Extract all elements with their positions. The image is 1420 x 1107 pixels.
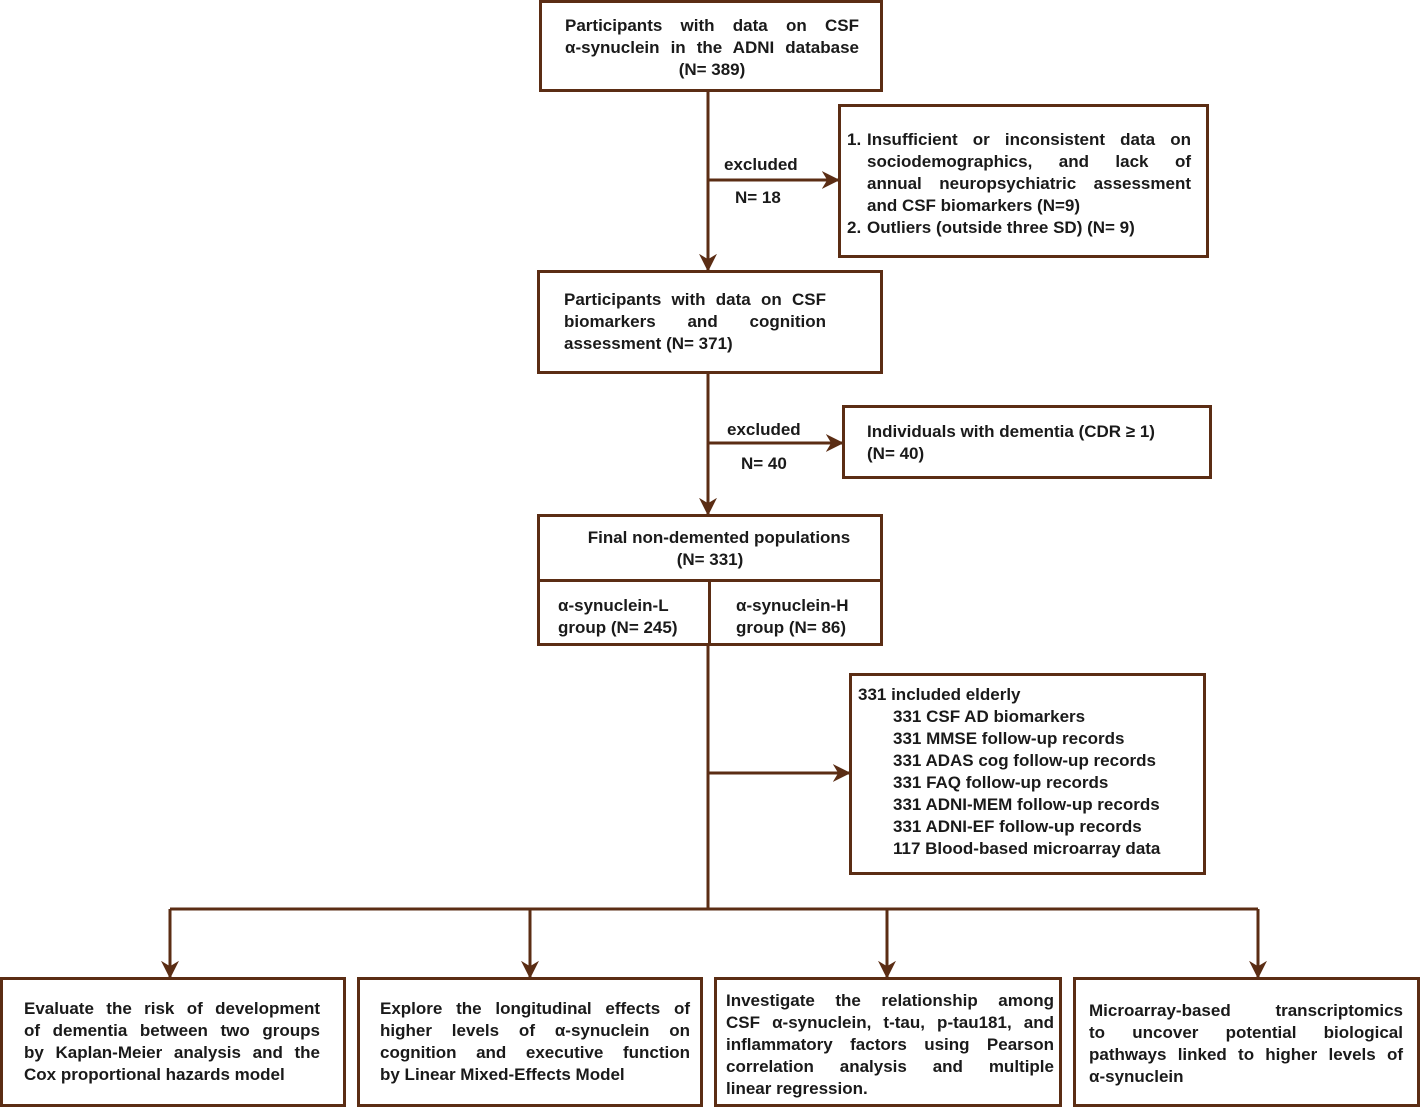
outcome-4-line-2: to uncover potential biological <box>1089 1023 1403 1042</box>
group-h-line-2: group (N= 86) <box>736 618 847 637</box>
exclusion1-item-2-line-1: Outliers (outside three SD) (N= 9) <box>867 218 1135 237</box>
box-initial-participants: Participants with data on CSF α-synuclei… <box>539 0 883 92</box>
outcome-box-2: Explore the longitudinal effects of high… <box>357 977 703 1107</box>
box1-line-2: α-synuclein in the ADNI database <box>565 38 859 57</box>
box-exclusion-2: Individuals with dementia (CDR ≥ 1) (N= … <box>842 405 1212 479</box>
outcome-box-4: Microarray-based transcriptomics to unco… <box>1073 977 1420 1107</box>
outcome-2-line-3: cognition and executive function <box>380 1043 690 1062</box>
included-item-1: 331 CSF AD biomarkers <box>893 707 1086 726</box>
outcome-3-line-3: inflammatory factors using Pearson <box>726 1035 1054 1054</box>
exclusion1-item-1-line-1: Insufficient or inconsistent data on <box>867 130 1191 149</box>
exclusion1-item-1-line-2: sociodemographics, and lack of <box>867 152 1191 171</box>
final-title: Final non-demented populations <box>587 528 851 547</box>
box1-line-3: (N= 389) <box>678 60 746 79</box>
group-l-line-1: α-synuclein-L <box>558 596 669 615</box>
outcome-3-line-1: Investigate the relationship among <box>726 991 1054 1010</box>
final-divider-vertical <box>708 579 711 643</box>
included-header: 331 included elderly <box>858 685 1021 704</box>
exclusion2-line-1: Individuals with dementia (CDR ≥ 1) <box>867 422 1155 441</box>
included-item-3: 331 ADAS cog follow-up records <box>893 751 1156 770</box>
box-final-populations: Final non-demented populations (N= 331) … <box>537 514 883 646</box>
exclusion1-item-2: 2. Outliers (outside three SD) (N= 9) <box>847 217 1191 239</box>
included-item-4: 331 FAQ follow-up records <box>893 773 1109 792</box>
outcome-box-3: Investigate the relationship among CSF α… <box>714 977 1062 1107</box>
outcome-box-1: Evaluate the risk of development of deme… <box>0 977 346 1107</box>
exclusion1-label: excluded <box>724 155 798 174</box>
box-included-records: 331 included elderly 331 CSF AD biomarke… <box>849 673 1206 875</box>
box-exclusion-1: 1. Insufficient or inconsistent data on … <box>838 104 1209 258</box>
exclusion1-count: N= 18 <box>735 188 781 207</box>
outcome-3-line-2: CSF α-synuclein, t-tau, p-tau181, and <box>726 1013 1054 1032</box>
box2-line-2: biomarkers and cognition <box>564 312 826 331</box>
group-h: α-synuclein-H group (N= 86) <box>736 595 880 639</box>
outcome-2-line-4: by Linear Mixed-Effects Model <box>380 1065 625 1084</box>
exclusion1-item-1: 1. Insufficient or inconsistent data on … <box>847 129 1191 217</box>
exclusion2-label: excluded <box>727 420 801 439</box>
box2-line-3: assessment (N= 371) <box>564 334 733 353</box>
outcome-1-line-1: Evaluate the risk of development <box>24 999 320 1018</box>
box-csf-cognition-participants: Participants with data on CSF biomarkers… <box>537 270 883 374</box>
outcome-1-line-4: Cox proportional hazards model <box>24 1065 285 1084</box>
exclusion2-line-2: (N= 40) <box>867 444 925 463</box>
exclusion1-item-1-num: 1. <box>847 130 862 149</box>
outcome-1-line-3: by Kaplan-Meier analysis and the <box>24 1043 320 1062</box>
group-l-line-2: group (N= 245) <box>558 618 678 637</box>
final-count: (N= 331) <box>676 550 744 569</box>
included-item-7: 117 Blood-based microarray data <box>893 839 1161 858</box>
outcome-2-line-1: Explore the longitudinal effects of <box>380 999 690 1018</box>
outcome-3-line-5: linear regression. <box>726 1079 868 1098</box>
included-item-5: 331 ADNI-MEM follow-up records <box>893 795 1160 814</box>
box1-line-1: Participants with data on CSF <box>565 16 859 35</box>
group-l: α-synuclein-L group (N= 245) <box>558 595 708 639</box>
exclusion1-item-1-line-3: annual neuropsychiatric assessment <box>867 174 1191 193</box>
outcome-3-line-4: correlation analysis and multiple <box>726 1057 1054 1076</box>
box2-line-1: Participants with data on CSF <box>564 290 826 309</box>
exclusion1-item-1-line-4: and CSF biomarkers (N=9) <box>867 196 1081 215</box>
outcome-2-line-2: higher levels of α-synuclein on <box>380 1021 690 1040</box>
group-h-line-1: α-synuclein-H <box>736 596 849 615</box>
included-item-2: 331 MMSE follow-up records <box>893 729 1125 748</box>
outcome-4-line-4: α-synuclein <box>1089 1067 1184 1086</box>
included-item-6: 331 ADNI-EF follow-up records <box>893 817 1142 836</box>
outcome-1-line-2: of dementia between two groups <box>24 1021 320 1040</box>
exclusion1-item-2-num: 2. <box>847 218 862 237</box>
exclusion2-count: N= 40 <box>741 454 787 473</box>
outcome-4-line-1: Microarray-based transcriptomics <box>1089 1001 1403 1020</box>
outcome-4-line-3: pathways linked to higher levels of <box>1089 1045 1403 1064</box>
